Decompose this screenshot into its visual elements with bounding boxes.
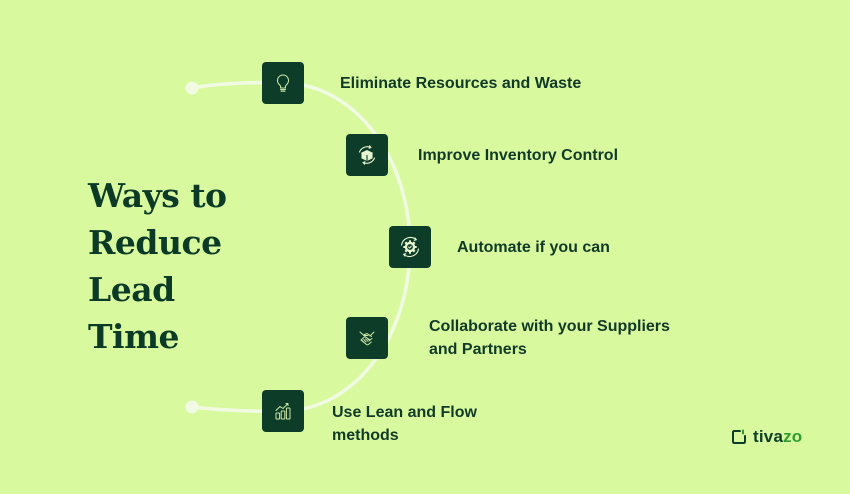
- brand-logo: tivazo: [731, 427, 802, 447]
- title-line-3: Time: [88, 317, 180, 356]
- growth-chart-icon: [275, 403, 291, 420]
- brand-name: tivazo: [753, 427, 803, 446]
- step-3-icon-box: [389, 226, 431, 268]
- step-1-label: Eliminate Resources and Waste: [340, 75, 582, 92]
- page-title: Ways to Reduce Lead Time: [88, 172, 318, 360]
- step-4-label: Collaborate with your Suppliers and Part…: [429, 318, 670, 358]
- arc-start-dot: [185, 81, 199, 95]
- step-3-label: Automate if you can: [457, 239, 610, 256]
- step-1-icon-box: [262, 62, 304, 104]
- inventory-box-cycle-icon: [358, 145, 376, 165]
- lightbulb-icon: [276, 74, 290, 92]
- step-5-label: Use Lean and Flow methods: [332, 404, 477, 444]
- step-5-icon-box: [262, 390, 304, 432]
- arc-end-dot: [185, 400, 199, 414]
- handshake-icon: [359, 331, 375, 346]
- gear-check-cycle-icon: [400, 237, 420, 257]
- step-4-icon-box: [346, 317, 388, 359]
- title-line-2: Reduce Lead: [88, 223, 222, 309]
- title-line-1: Ways to: [88, 176, 227, 215]
- tivazo-logo-icon: [732, 429, 746, 444]
- step-2-icon-box: [346, 134, 388, 176]
- step-2-label: Improve Inventory Control: [418, 147, 619, 164]
